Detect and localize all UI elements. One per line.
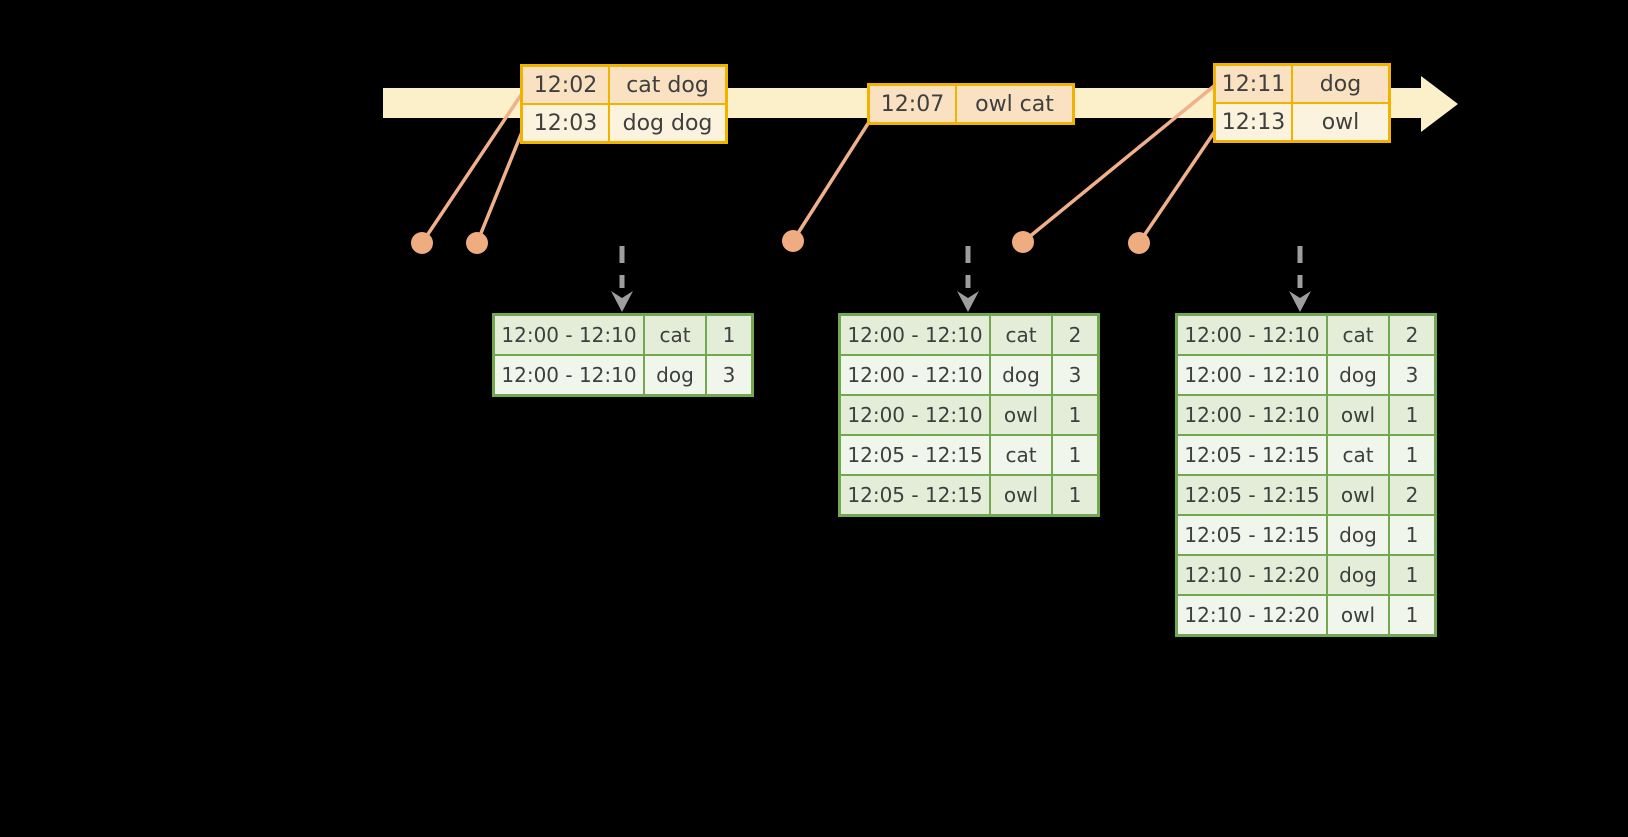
connector-line [420,93,523,245]
event-time-cell: 12:03 [523,105,608,141]
window-cell: 12:00 - 12:10 [1178,356,1326,394]
timeline-arrowhead-icon [1421,76,1458,132]
count-cell: 3 [1053,356,1097,394]
count-cell: 1 [1390,396,1434,434]
count-cell: 1 [1390,516,1434,554]
word-cell: cat [991,436,1051,474]
event-dot [1012,231,1034,253]
event-time-cell: 12:11 [1216,66,1291,102]
event-time-cell: 12:02 [523,67,608,103]
event-words-cell: owl cat [957,86,1072,122]
window-cell: 12:10 - 12:20 [1178,556,1326,594]
word-cell: owl [1328,476,1388,514]
count-cell: 2 [1053,316,1097,354]
word-cell: dog [1328,516,1388,554]
count-cell: 1 [1053,436,1097,474]
count-cell: 1 [1053,396,1097,434]
connector-line [1021,84,1216,244]
trigger-arrowhead-icon [611,291,633,312]
event-words-cell: cat dog [610,67,725,103]
word-cell: cat [1328,316,1388,354]
count-cell: 1 [1053,476,1097,514]
count-cell: 1 [707,316,751,354]
window-cell: 12:10 - 12:20 [1178,596,1326,634]
window-cell: 12:05 - 12:15 [841,476,989,514]
window-cell: 12:05 - 12:15 [1178,436,1326,474]
word-cell: cat [1328,436,1388,474]
event-time-cell: 12:07 [870,86,955,122]
window-cell: 12:00 - 12:10 [841,356,989,394]
window-cell: 12:05 - 12:15 [1178,516,1326,554]
word-cell: dog [991,356,1051,394]
word-cell: dog [645,356,705,394]
word-cell: owl [991,396,1051,434]
window-cell: 12:00 - 12:10 [1178,316,1326,354]
connector-line [791,120,871,243]
event-dot [466,232,488,254]
event-words-cell: owl [1293,104,1388,140]
event-dot [782,230,804,252]
word-cell: owl [991,476,1051,514]
window-cell: 12:00 - 12:10 [841,316,989,354]
count-cell: 1 [1390,556,1434,594]
event-words-cell: dog dog [610,105,725,141]
window-cell: 12:05 - 12:15 [1178,476,1326,514]
word-cell: owl [1328,596,1388,634]
count-cell: 1 [1390,436,1434,474]
event-words-cell: dog [1293,66,1388,102]
trigger-arrowhead-icon [1289,291,1311,312]
connector-line [475,130,524,245]
window-cell: 12:05 - 12:15 [841,436,989,474]
count-cell: 3 [1390,356,1434,394]
window-cell: 12:00 - 12:10 [495,356,643,394]
trigger-arrowhead-icon [957,291,979,312]
count-cell: 2 [1390,476,1434,514]
event-time-cell: 12:13 [1216,104,1291,140]
window-cell: 12:00 - 12:10 [1178,396,1326,434]
word-cell: cat [645,316,705,354]
count-cell: 2 [1390,316,1434,354]
count-cell: 3 [707,356,751,394]
word-cell: owl [1328,396,1388,434]
word-cell: dog [1328,356,1388,394]
window-cell: 12:00 - 12:10 [495,316,643,354]
event-dot [1128,232,1150,254]
window-cell: 12:00 - 12:10 [841,396,989,434]
word-cell: dog [1328,556,1388,594]
connector-line [1137,129,1217,245]
event-dot [411,232,433,254]
word-cell: cat [991,316,1051,354]
count-cell: 1 [1390,596,1434,634]
